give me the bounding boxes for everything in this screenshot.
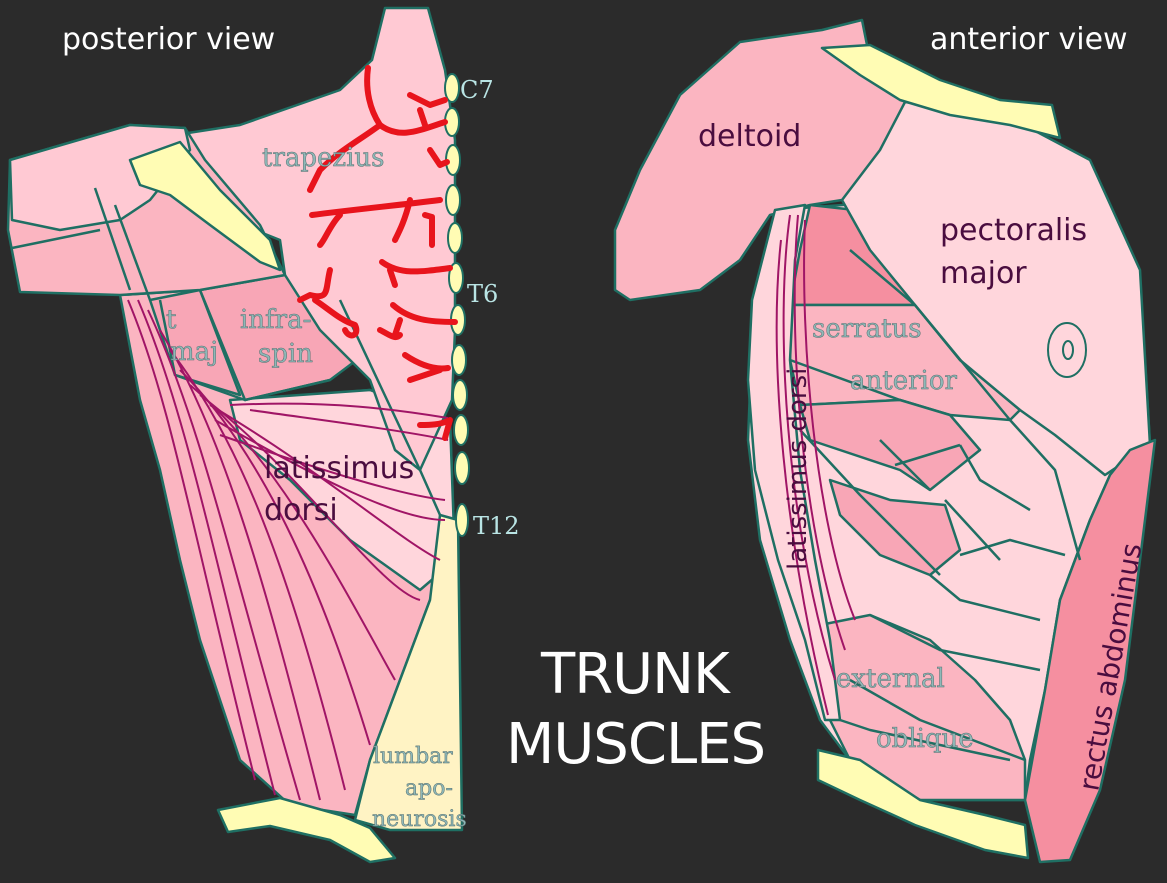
anterior-view-heading: anterior view xyxy=(930,22,1128,57)
title-trunk: TRUNK xyxy=(541,642,730,707)
nerve-branches xyxy=(297,65,458,441)
label-t6: T6 xyxy=(467,280,498,308)
posterior-deltoid-front xyxy=(8,123,192,232)
iliac-crest xyxy=(216,796,397,864)
label-external: external xyxy=(836,664,945,694)
clavicle xyxy=(820,43,1062,140)
label-spin: spin xyxy=(258,339,313,369)
serratus-digitation-2 xyxy=(828,478,962,577)
label-maj: maj xyxy=(170,337,218,367)
label-dorsi: dorsi xyxy=(264,493,338,528)
nipple xyxy=(1062,340,1074,360)
latissimus-fibres xyxy=(127,299,449,801)
label-deltoid: deltoid xyxy=(698,119,801,154)
teres-major xyxy=(148,288,242,397)
title-muscles: MUSCLES xyxy=(506,712,766,777)
lumbar-aponeurosis xyxy=(353,513,464,832)
scapula-spine xyxy=(128,140,282,272)
label-latissimus-dorsi-anterior: latissimus dorsi xyxy=(783,368,813,570)
label-c7: C7 xyxy=(460,76,494,104)
label-t12: T12 xyxy=(473,512,520,540)
label-latissimus: latissimus xyxy=(264,451,414,486)
label-infra: infra- xyxy=(240,305,311,335)
nipple-areola xyxy=(1047,322,1087,378)
posterior-view xyxy=(6,6,464,864)
rectus-abdominus xyxy=(1023,438,1157,864)
label-pectoralis: pectoralis xyxy=(940,213,1087,248)
latissimus-anterior-fibres xyxy=(775,214,856,716)
label-lumbar: lumbar xyxy=(373,744,453,769)
label-apo: apo- xyxy=(405,776,453,801)
vertebrae xyxy=(444,73,470,537)
label-oblique: oblique xyxy=(876,724,974,754)
label-neurosis: neurosis xyxy=(372,807,467,832)
anterior-view xyxy=(613,18,1157,864)
label-major: major xyxy=(940,256,1027,291)
label-serratus: serratus xyxy=(812,314,922,344)
label-anterior: anterior xyxy=(850,366,957,396)
label-trapezius: trapezius xyxy=(262,143,385,173)
serratus-digitation-1 xyxy=(798,398,982,492)
iliac-crest-anterior xyxy=(816,748,1030,860)
posterior-view-heading: posterior view xyxy=(62,22,276,57)
label-t: t xyxy=(166,305,177,335)
